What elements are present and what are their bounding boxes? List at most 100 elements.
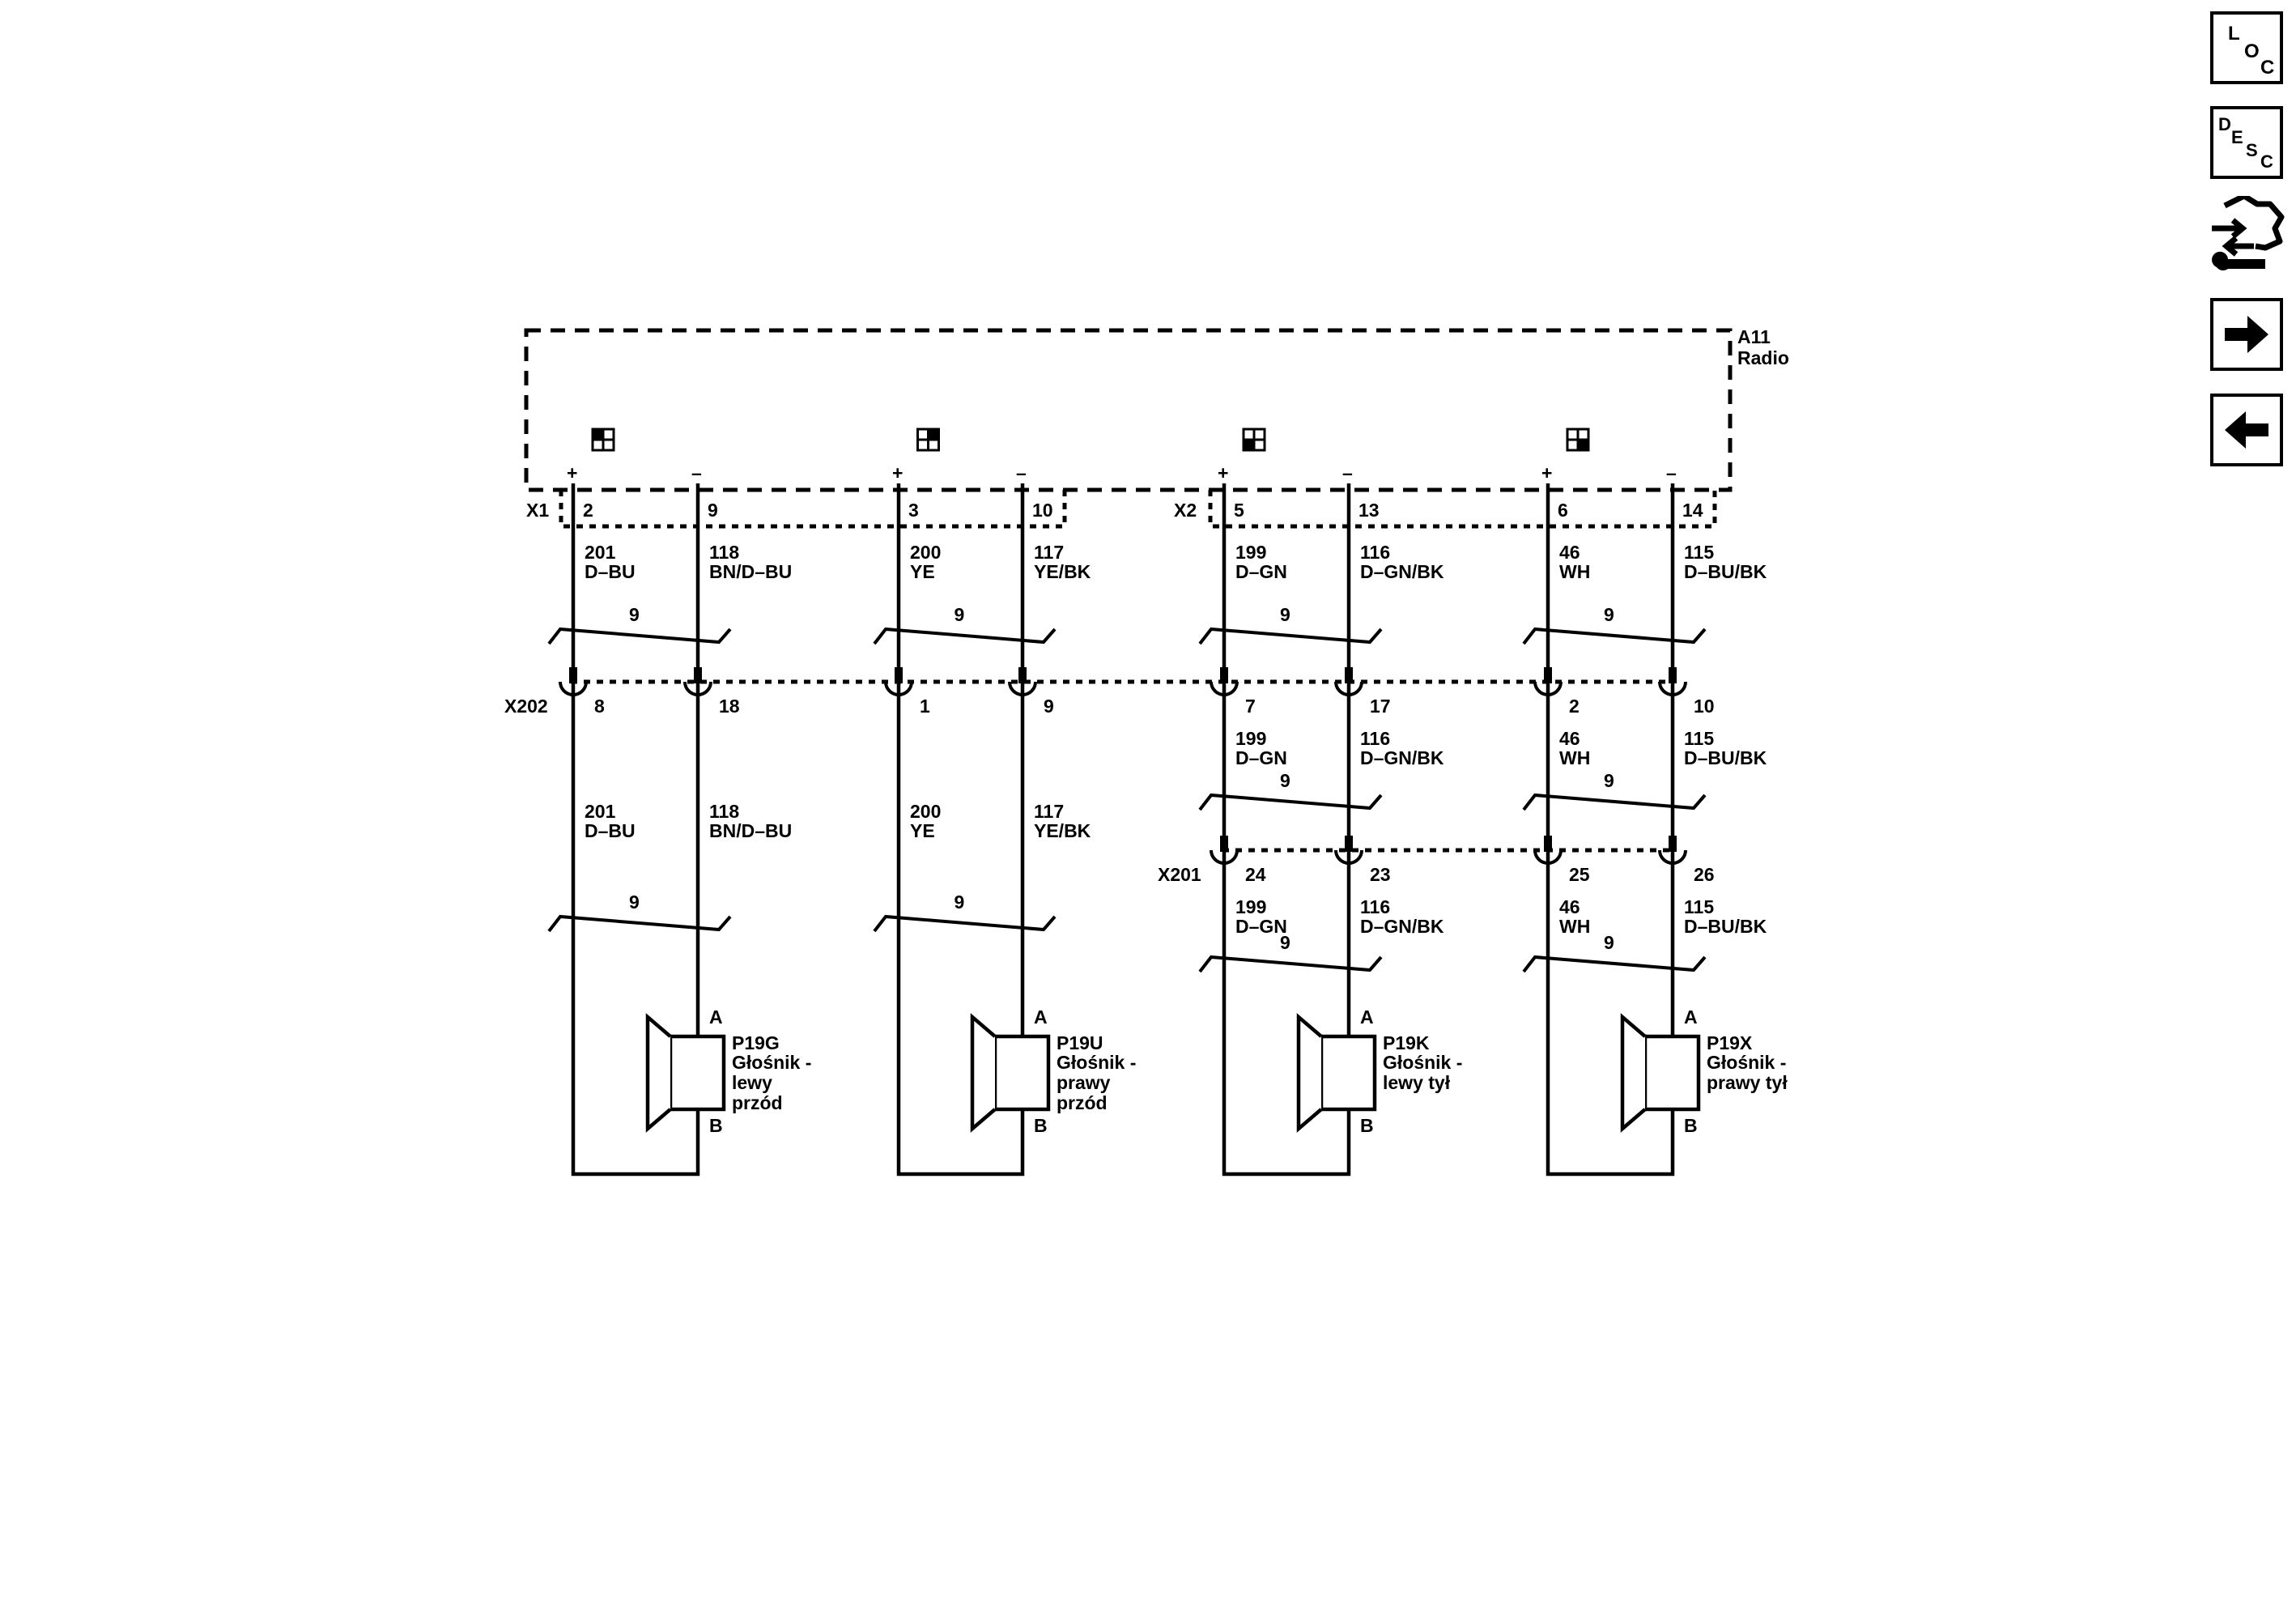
arrow-left-icon bbox=[2225, 411, 2268, 449]
x202-plus-socket bbox=[884, 681, 913, 696]
twisted-pair-marker-count: 9 bbox=[1604, 932, 1614, 953]
wire-color-plus: D–GN bbox=[1235, 747, 1287, 768]
circuit-number-plus: 46 bbox=[1559, 728, 1580, 749]
radio-pin-plus: 2 bbox=[583, 500, 593, 521]
speaker-icon bbox=[645, 1013, 726, 1133]
wire-pair bbox=[1546, 483, 1675, 1177]
wire-color-minus: BN/D–BU bbox=[709, 561, 792, 582]
x201-pin-minus: 23 bbox=[1370, 864, 1391, 885]
speaker-id: P19K bbox=[1383, 1032, 1430, 1053]
twisted-pair-marker bbox=[1522, 793, 1707, 811]
x202-pin-minus: 10 bbox=[1694, 696, 1715, 717]
x202-minus-socket bbox=[1334, 681, 1363, 696]
connector-x1-outline bbox=[559, 490, 1067, 529]
speaker-pin-b: B bbox=[1684, 1115, 1698, 1136]
radio-pin-minus: 13 bbox=[1358, 500, 1380, 521]
circuit-number-plus: 199 bbox=[1235, 728, 1266, 749]
wire-color-minus: D–BU/BK bbox=[1684, 916, 1767, 937]
x202-plus-terminal bbox=[1220, 667, 1228, 683]
twisted-pair-marker bbox=[547, 627, 732, 645]
wire-color-minus: D–BU/BK bbox=[1684, 561, 1767, 582]
x202-pin-plus: 1 bbox=[920, 696, 930, 717]
twisted-pair-marker-count: 9 bbox=[1280, 604, 1290, 625]
speaker-id: P19X bbox=[1707, 1032, 1753, 1053]
polarity-plus: + bbox=[567, 462, 577, 483]
x201-pin-minus: 26 bbox=[1694, 864, 1715, 885]
module-name: Radio bbox=[1737, 347, 1789, 368]
circuit-number-minus: 116 bbox=[1360, 728, 1390, 749]
circuit-number-plus: 201 bbox=[585, 801, 616, 822]
twisted-pair-marker bbox=[1198, 627, 1383, 645]
wire-color-plus: WH bbox=[1559, 916, 1590, 937]
wire-color-plus: YE bbox=[910, 561, 935, 582]
twisted-pair-marker bbox=[547, 914, 732, 933]
x202-pin-minus: 17 bbox=[1370, 696, 1391, 717]
x202-plus-terminal bbox=[569, 667, 577, 683]
connector-x2-outline bbox=[1208, 490, 1717, 529]
x202-minus-terminal bbox=[1345, 667, 1353, 683]
x201-pin-plus: 24 bbox=[1245, 864, 1266, 885]
speaker-pin-b: B bbox=[1360, 1115, 1374, 1136]
radio-pin-plus: 5 bbox=[1234, 500, 1244, 521]
twisted-pair-marker-count: 9 bbox=[1604, 770, 1614, 791]
x201-minus-socket bbox=[1658, 849, 1687, 865]
speaker-pin-a: A bbox=[1034, 1006, 1048, 1028]
speaker-channel-icon bbox=[1242, 428, 1266, 452]
loc-button[interactable]: L O C bbox=[2210, 11, 2283, 84]
speaker-name-line: Głośnik - bbox=[1383, 1052, 1462, 1073]
desc-letter-e: E bbox=[2231, 127, 2243, 147]
x201-plus-terminal bbox=[1544, 836, 1552, 852]
circuit-number-plus: 199 bbox=[1235, 542, 1266, 563]
speaker-icon bbox=[1620, 1013, 1701, 1133]
wire-color-minus: D–GN/BK bbox=[1360, 747, 1444, 768]
radio-pin-plus: 3 bbox=[908, 500, 919, 521]
speaker-pin-a: A bbox=[1684, 1006, 1698, 1028]
twisted-pair-marker bbox=[1522, 955, 1707, 973]
circuit-number-plus: 200 bbox=[910, 542, 941, 563]
x202-plus-socket bbox=[559, 681, 588, 696]
circuit-number-plus: 199 bbox=[1235, 896, 1266, 917]
x202-minus-terminal bbox=[694, 667, 702, 683]
twisted-pair-marker-count: 9 bbox=[629, 604, 640, 625]
back-button[interactable] bbox=[2210, 394, 2283, 466]
next-button[interactable] bbox=[2210, 298, 2283, 371]
polarity-minus: – bbox=[691, 462, 702, 483]
twisted-pair-marker-count: 9 bbox=[955, 604, 965, 625]
x202-minus-socket bbox=[1008, 681, 1037, 696]
circuit-number-minus: 117 bbox=[1034, 542, 1064, 563]
speaker-name-line: lewy bbox=[732, 1072, 772, 1093]
x202-minus-terminal bbox=[1018, 667, 1027, 683]
x202-plus-terminal bbox=[895, 667, 903, 683]
desc-letter-c: C bbox=[2260, 151, 2273, 172]
x202-minus-socket bbox=[683, 681, 712, 696]
x201-plus-terminal bbox=[1220, 836, 1228, 852]
x201-plus-socket bbox=[1210, 849, 1239, 865]
speaker-id: P19U bbox=[1057, 1032, 1103, 1053]
twisted-pair-marker bbox=[873, 914, 1057, 933]
desc-letter-s: S bbox=[2246, 140, 2258, 160]
speaker-id: P19G bbox=[732, 1032, 780, 1053]
wire-color-plus: D–GN bbox=[1235, 916, 1287, 937]
speaker-channel-icon bbox=[916, 428, 940, 452]
speaker-pin-a: A bbox=[709, 1006, 723, 1028]
circuit-number-plus: 46 bbox=[1559, 542, 1580, 563]
x201-minus-terminal bbox=[1345, 836, 1353, 852]
speaker-name-line: prawy bbox=[1057, 1072, 1111, 1093]
speaker-pin-b: B bbox=[709, 1115, 723, 1136]
wire-color-plus: D–GN bbox=[1235, 561, 1287, 582]
connector-tools-icon[interactable] bbox=[2209, 196, 2286, 277]
connector-x2-label: X2 bbox=[1174, 500, 1197, 521]
twisted-pair-marker bbox=[1522, 627, 1707, 645]
desc-button[interactable]: D E S C bbox=[2210, 106, 2283, 179]
circuit-number-minus: 115 bbox=[1684, 542, 1714, 563]
wire-pair bbox=[1222, 483, 1351, 1177]
speaker-pin-a: A bbox=[1360, 1006, 1374, 1028]
twisted-pair-marker-count: 9 bbox=[955, 891, 965, 913]
x201-pin-plus: 25 bbox=[1569, 864, 1590, 885]
radio-pin-plus: 6 bbox=[1558, 500, 1568, 521]
radio-pin-minus: 10 bbox=[1032, 500, 1053, 521]
twisted-pair-marker-count: 9 bbox=[1280, 932, 1290, 953]
polarity-plus: + bbox=[1541, 462, 1552, 483]
